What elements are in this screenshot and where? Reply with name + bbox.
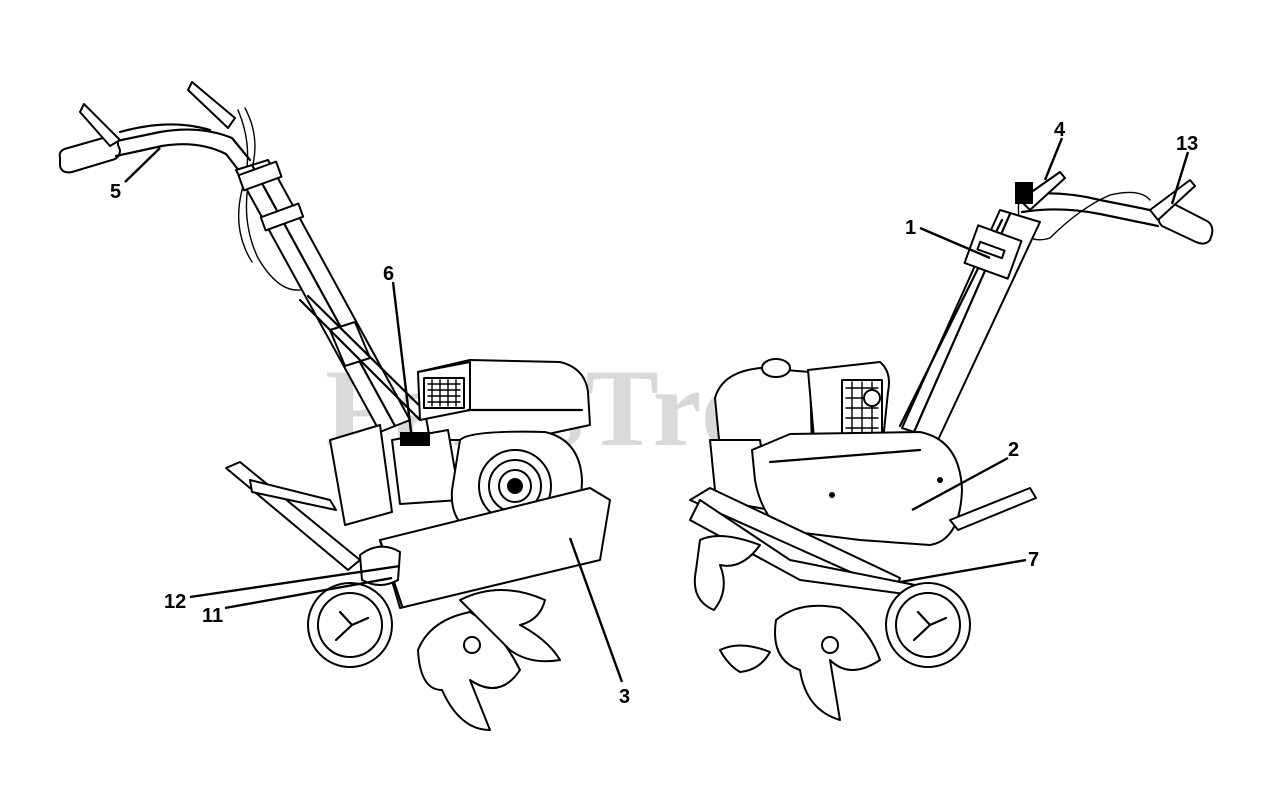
callout-11: 11 (202, 605, 223, 627)
callout-7: 7 (1028, 549, 1039, 571)
left-tiller-illustration (58, 81, 611, 731)
left-handle-column (235, 159, 432, 433)
callout-labels: 5 6 12 11 3 1 4 13 2 7 (110, 119, 1198, 708)
left-frame-and-tines (225, 424, 611, 731)
left-handlebar (58, 81, 301, 291)
callout-3: 3 (619, 686, 630, 708)
right-handle-column (898, 209, 1041, 441)
right-handlebar (1015, 171, 1214, 245)
callout-6: 6 (383, 263, 394, 285)
callout-4: 4 (1054, 119, 1066, 141)
callout-2: 2 (1008, 439, 1019, 461)
leader-lines (124, 137, 1190, 683)
callout-12: 12 (164, 591, 186, 613)
callout-13: 13 (1176, 133, 1198, 155)
right-tiller-illustration (689, 171, 1214, 721)
callout-5: 5 (110, 181, 121, 203)
callout-1: 1 (905, 217, 916, 239)
right-frame-and-tines (689, 487, 1037, 721)
